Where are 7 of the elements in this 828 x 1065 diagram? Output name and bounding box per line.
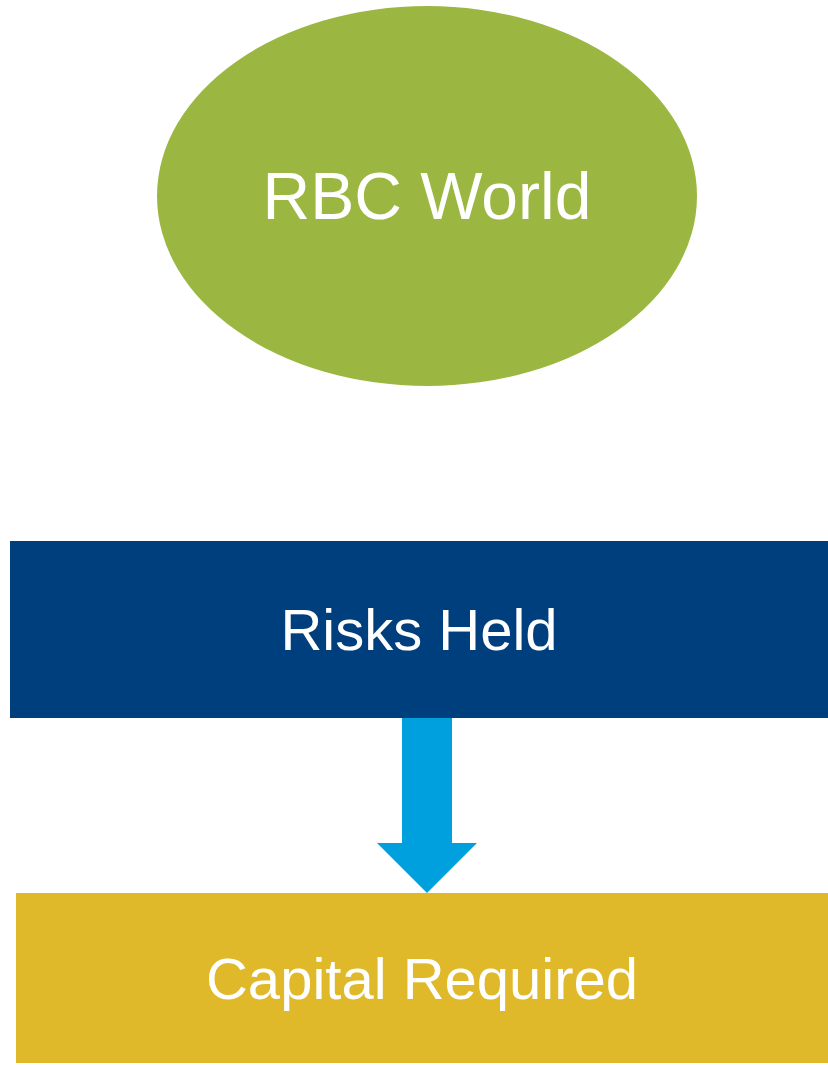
ellipse-node: [157, 6, 697, 386]
node-label: RBC World: [262, 158, 592, 234]
node-label: Risks Held: [280, 596, 558, 663]
node-label: Capital Required: [206, 944, 638, 1012]
block-arrow: [377, 718, 477, 893]
process-box: [16, 893, 828, 1063]
process-box: [10, 541, 828, 718]
